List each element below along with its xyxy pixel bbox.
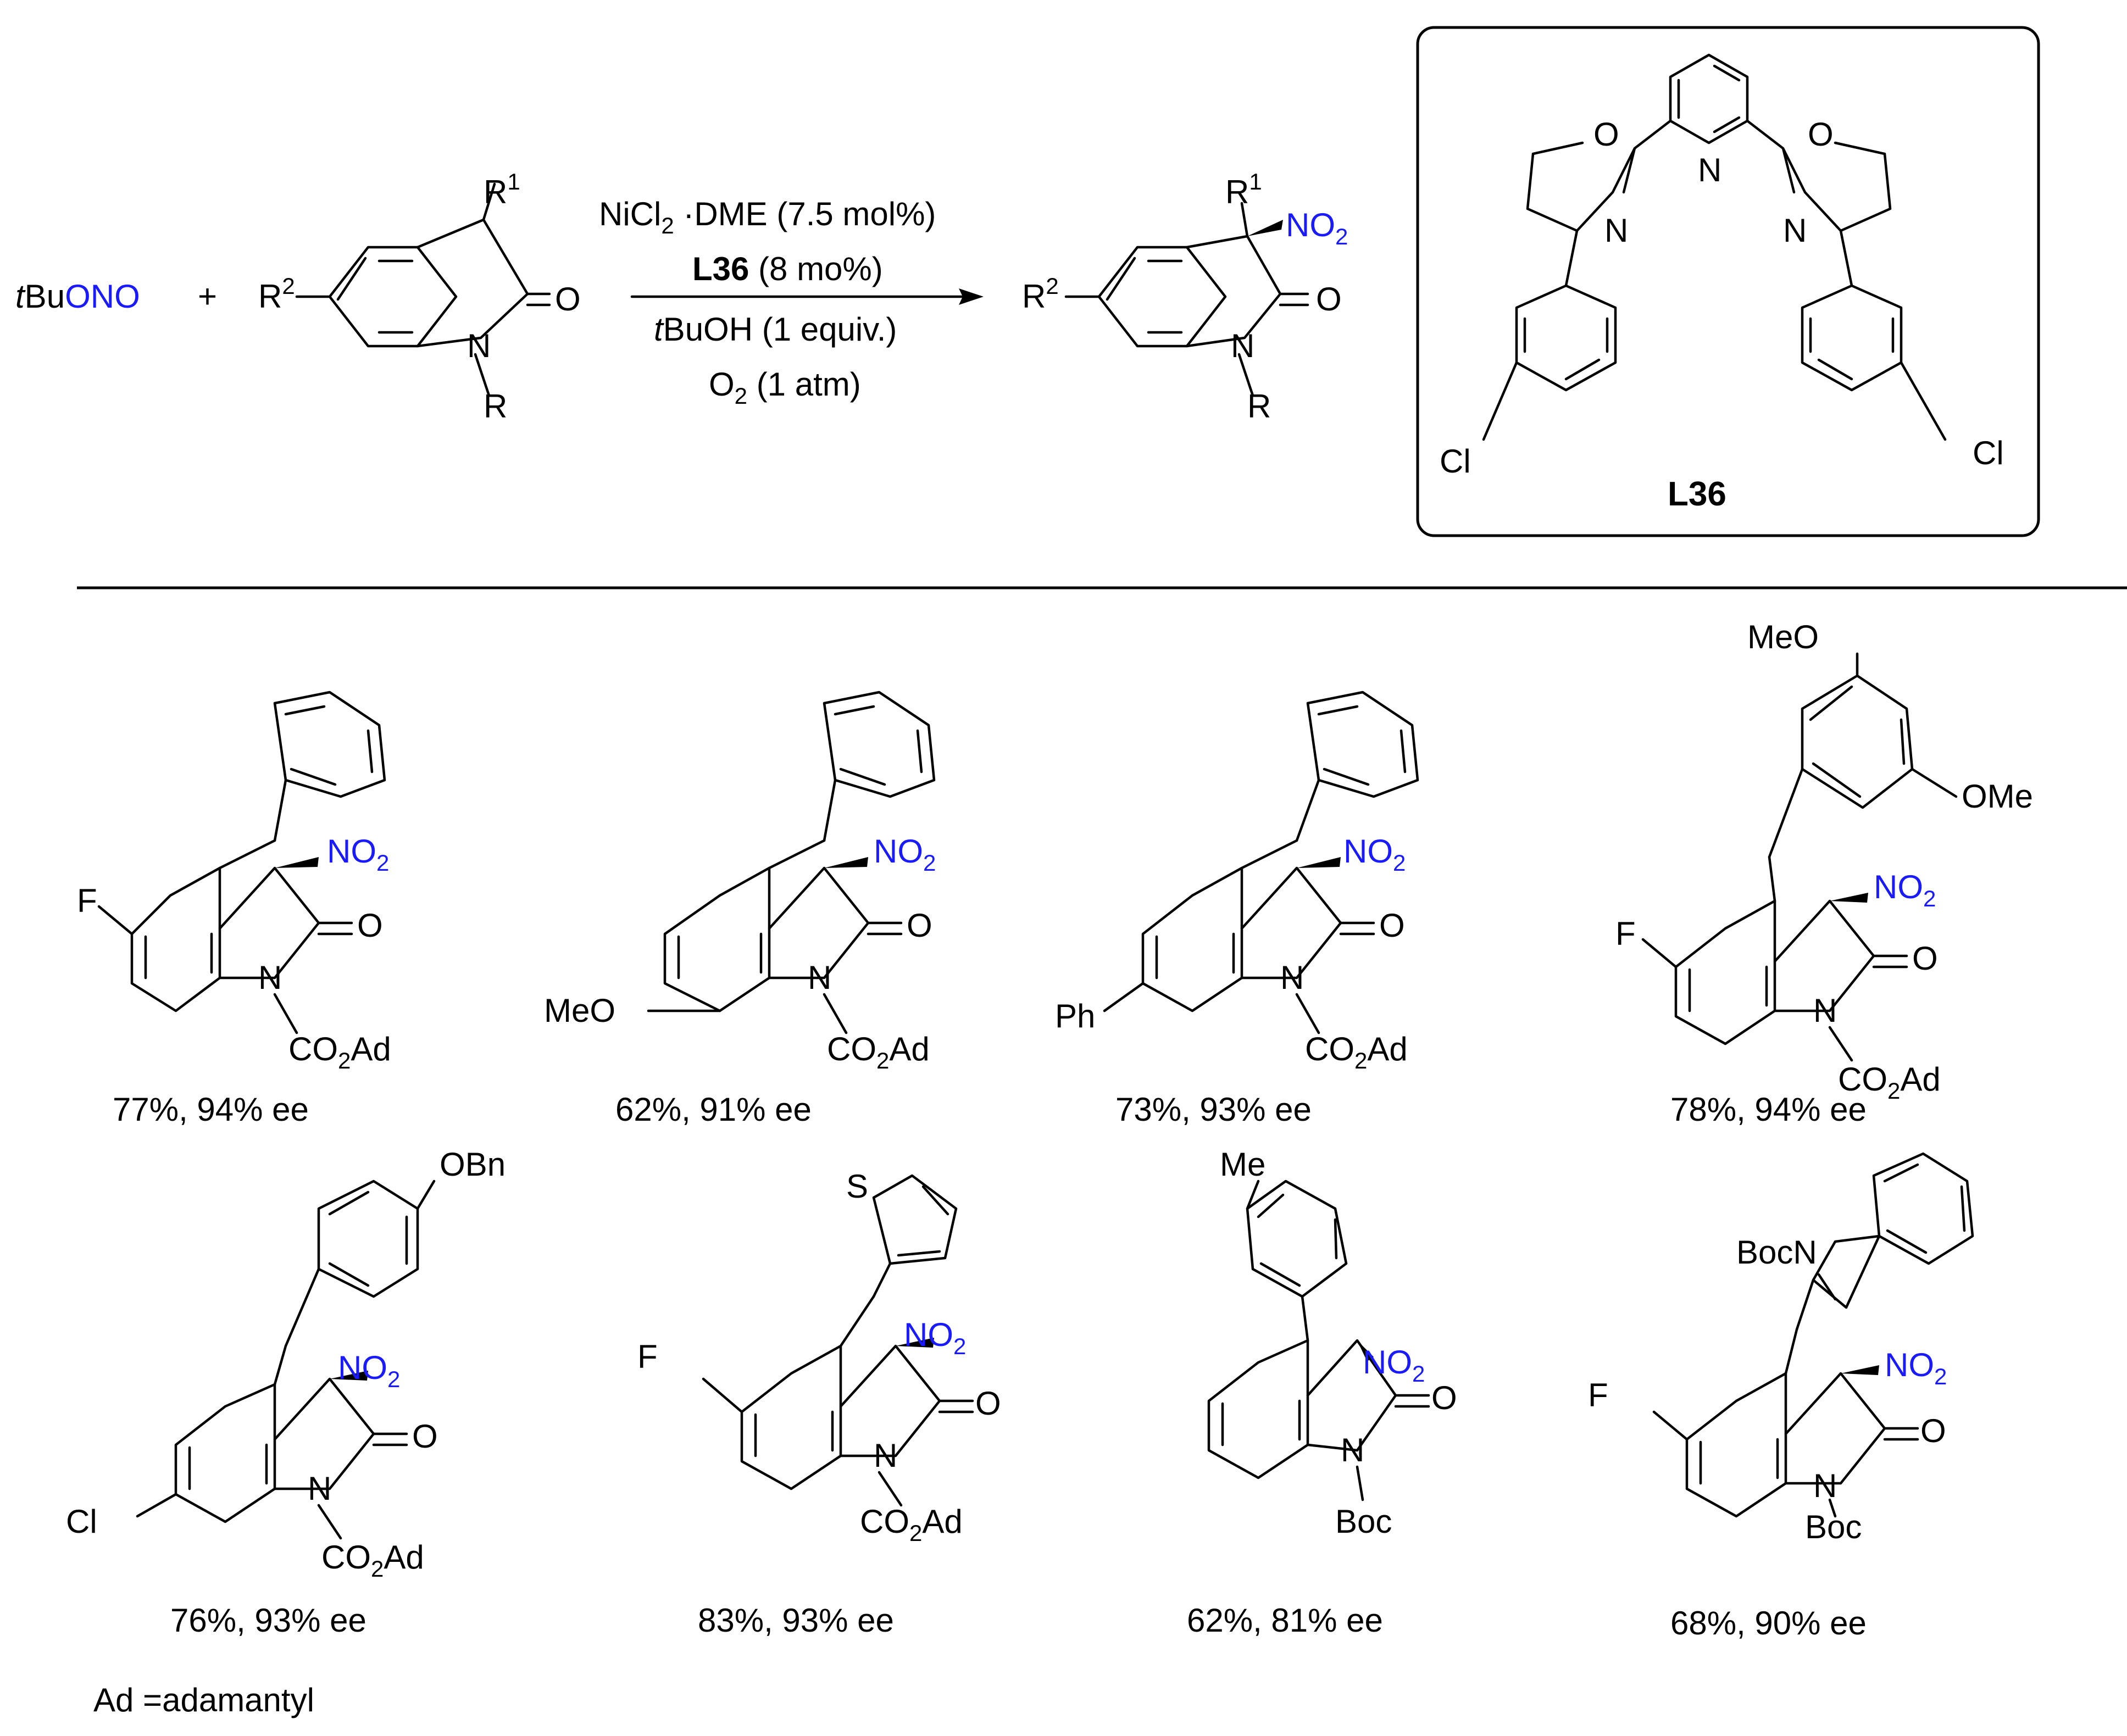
p7-me: Me (1220, 1146, 1265, 1183)
ligand-n-right: N (1783, 212, 1807, 249)
p4-o: O (1912, 940, 1938, 977)
p4-f: F (1615, 915, 1636, 952)
p5-obn: OBn (440, 1146, 506, 1183)
p8-n: N (1813, 1467, 1837, 1504)
product-4 (1641, 652, 1958, 1062)
reagent-tbuono: tBuONO (15, 278, 140, 315)
ligand-n-pyridine: N (1698, 152, 1721, 188)
r1-label: R1 (484, 169, 520, 210)
p2-yield: 62%, 91% ee (615, 1091, 812, 1128)
p3-ph: Ph (1055, 998, 1095, 1034)
product-r: R (1247, 388, 1271, 425)
p6-s: S (846, 1168, 868, 1205)
product-r1: R1 (1225, 169, 1262, 210)
p3-yield: 73%, 93% ee (1115, 1091, 1312, 1128)
ligand-n-left: N (1604, 212, 1628, 249)
p1-f: F (77, 882, 97, 919)
p7-boc: Boc (1335, 1503, 1392, 1540)
p1-co2ad: CO2Ad (288, 1031, 391, 1073)
condition-atmosphere: O2 (1 atm) (709, 366, 861, 409)
p2-o: O (907, 907, 932, 944)
p7-n: N (1341, 1432, 1364, 1468)
p8-yield: 68%, 90% ee (1670, 1605, 1867, 1642)
p6-co2ad: CO2Ad (860, 1503, 963, 1546)
footnote: Ad =adamantyl (93, 1682, 314, 1718)
p4-co2ad: CO2Ad (1838, 1061, 1941, 1104)
ligand-o-right: O (1808, 116, 1834, 153)
p2-meo: MeO (544, 992, 615, 1029)
p7-o: O (1431, 1379, 1457, 1416)
condition-ligand: L36 (8 mo%) (692, 251, 883, 287)
p8-no2: NO2 (1885, 1346, 1947, 1389)
p5-yield: 76%, 93% ee (170, 1602, 366, 1639)
plus-sign: + (198, 278, 217, 315)
p6-yield: 83%, 93% ee (698, 1602, 894, 1639)
ligand-l36-structure: O O N N N Cl Cl (1440, 53, 2004, 480)
ligand-label: L36 (1668, 475, 1726, 513)
product-8 (1652, 1152, 1974, 1518)
p1-n: N (258, 959, 282, 996)
p3-no2: NO2 (1343, 833, 1406, 876)
p6-o: O (975, 1385, 1001, 1422)
product-n: N (1231, 327, 1254, 364)
p3-o: O (1379, 907, 1405, 944)
p4-meo: MeO (1747, 619, 1819, 655)
p2-no2: NO2 (874, 833, 936, 876)
n-atom: N (467, 327, 491, 364)
p5-co2ad: CO2Ad (321, 1539, 424, 1582)
p3-co2ad: CO2Ad (1305, 1031, 1408, 1073)
p8-bocn: BocN (1736, 1234, 1817, 1271)
p4-no2: NO2 (1874, 869, 1936, 911)
p7-yield: 62%, 81% ee (1187, 1602, 1383, 1639)
r-label: R (484, 388, 507, 425)
p6-no2: NO2 (904, 1316, 966, 1359)
p6-f: F (637, 1338, 658, 1375)
product-7 (1207, 1179, 1430, 1501)
product-5 (136, 1179, 436, 1540)
p8-o: O (1920, 1412, 1946, 1449)
p7-no2: NO2 (1363, 1344, 1425, 1387)
p1-no2: NO2 (327, 833, 389, 876)
p1-yield: 77%, 94% ee (113, 1091, 309, 1128)
product-6 (702, 1174, 974, 1507)
product-3 (1103, 691, 1419, 1034)
ligand-cl-right: Cl (1973, 435, 2004, 471)
product-1 (97, 691, 386, 1034)
p6-n: N (874, 1437, 897, 1474)
product-generic: R1 NO2 R2 O N R (1022, 169, 1348, 425)
starting-oxindole: R1 R2 O N R (258, 169, 581, 425)
p5-cl: Cl (66, 1503, 97, 1540)
p3-n: N (1280, 959, 1304, 996)
ligand-cl-left: Cl (1440, 443, 1471, 480)
r2-label: R2 (258, 273, 295, 315)
p5-no2: NO2 (338, 1349, 400, 1392)
condition-additive: tBuOH (1 equiv.) (654, 311, 897, 348)
p4-yield: 78%, 94% ee (1670, 1091, 1867, 1128)
p5-n: N (308, 1470, 331, 1507)
product-carbonyl-o: O (1316, 281, 1342, 318)
product-r2: R2 (1022, 273, 1059, 315)
p2-n: N (808, 959, 831, 996)
carbonyl-o: O (555, 281, 581, 318)
product-no2: NO2 (1286, 207, 1348, 249)
ligand-o-left: O (1593, 116, 1619, 153)
p4-n: N (1813, 992, 1837, 1029)
p5-o: O (412, 1418, 438, 1455)
arrow-head (959, 288, 984, 305)
condition-catalyst: NiCl2 ·DME (7.5 mol%) (599, 196, 936, 238)
p8-f: F (1588, 1377, 1608, 1414)
ligand-box (1416, 26, 2040, 537)
p8-boc: Boc (1805, 1509, 1862, 1545)
product-2 (647, 691, 936, 1034)
p1-o: O (357, 907, 383, 944)
p4-ome: OMe (1962, 778, 2033, 815)
p2-co2ad: CO2Ad (827, 1031, 930, 1073)
